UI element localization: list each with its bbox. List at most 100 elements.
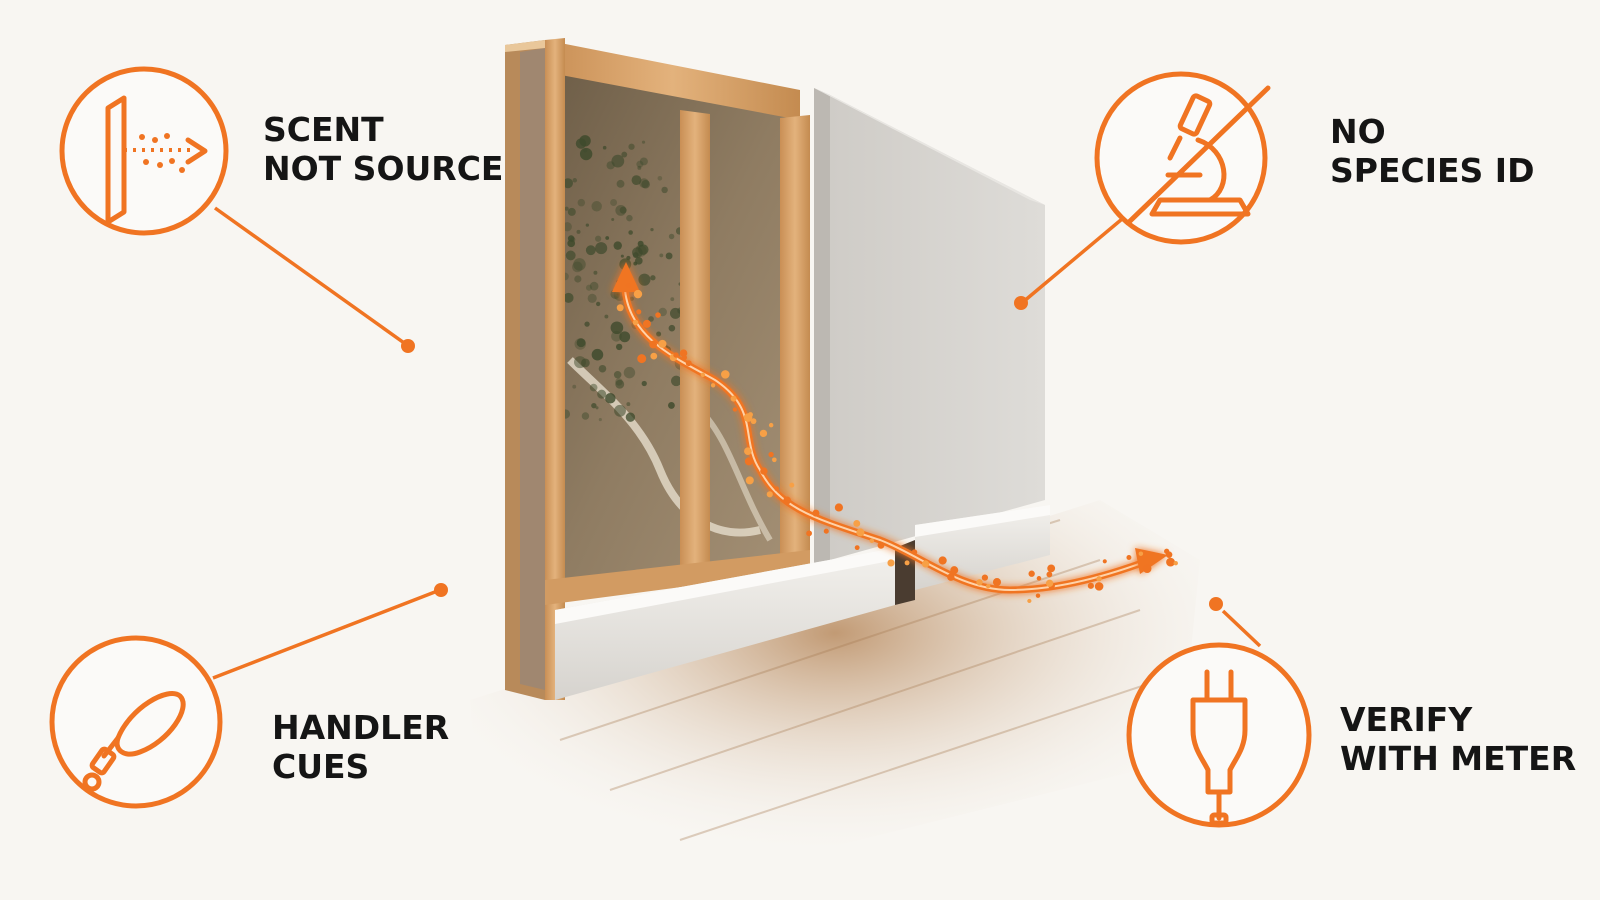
mold-speck: [572, 384, 577, 389]
mold-speck: [637, 240, 644, 247]
mold-speck: [611, 154, 625, 168]
mold-speck: [665, 252, 673, 260]
mold-speck: [581, 358, 590, 368]
mold-speck: [597, 389, 607, 399]
label-line-1: NO: [1330, 112, 1386, 151]
mold-speck: [614, 404, 626, 417]
crossed-microscope-icon: [1125, 85, 1271, 226]
mold-speck: [641, 140, 646, 144]
label-line-1: SCENT: [263, 110, 384, 149]
mold-speck: [628, 143, 635, 150]
mold-speck: [619, 206, 627, 214]
mold-speck: [611, 330, 622, 342]
mold-speck: [567, 239, 576, 248]
label-handler-cues: HANDLER CUES: [272, 708, 449, 786]
dog-leash-icon: [82, 691, 186, 792]
wall-framing: [505, 38, 810, 700]
mold-speck: [598, 418, 602, 422]
mold-speck: [621, 151, 628, 158]
mold-speck: [591, 348, 604, 361]
scent-particle: [745, 476, 754, 485]
scent-particle: [1027, 598, 1032, 604]
mold-speck: [659, 253, 664, 258]
mold-speck: [650, 227, 654, 232]
mold-speck: [615, 343, 623, 351]
scent-particle: [1036, 576, 1042, 581]
mold-speck: [668, 233, 675, 240]
scent-particle: [856, 528, 865, 537]
scent-particle: [1142, 564, 1152, 573]
mold-speck: [613, 371, 622, 379]
scent-particle: [1028, 570, 1035, 577]
scent-particle: [981, 574, 989, 581]
mold-speck: [576, 229, 581, 234]
mold-speck: [589, 383, 598, 392]
mold-speck: [636, 245, 641, 250]
scent-particle: [632, 319, 639, 326]
mold-speck: [670, 297, 675, 302]
label-no-species-id: NO SPECIES ID: [1330, 112, 1534, 190]
scent-particle: [759, 429, 768, 438]
scent-particle: [853, 520, 861, 527]
mold-speck: [615, 378, 623, 386]
mold-speck: [628, 230, 633, 235]
mold-speck: [562, 222, 572, 232]
scent-particle: [1046, 571, 1053, 578]
scent-particle: [650, 352, 658, 360]
mold-speck: [581, 412, 590, 420]
scent-particle: [768, 451, 774, 458]
mold-speck: [658, 307, 667, 317]
callout-handler-cues: [49, 635, 223, 809]
mold-speck: [629, 296, 634, 301]
scent-particle: [730, 395, 737, 402]
mold-speck: [616, 292, 620, 296]
mold-speck: [670, 375, 682, 387]
mold-speck: [625, 412, 636, 422]
mold-speck: [574, 275, 582, 283]
mold-speck: [656, 331, 662, 337]
scent-particle: [633, 289, 643, 299]
mold-speck: [567, 235, 575, 242]
scent-particle: [854, 545, 860, 551]
scent-particle: [655, 312, 661, 318]
scent-particle: [768, 422, 774, 428]
mold-speck: [638, 273, 651, 286]
mold-speck: [641, 179, 650, 189]
scent-particle: [806, 530, 812, 537]
mold-speck: [650, 275, 656, 281]
scent-particle: [1096, 576, 1102, 582]
label-scent-not-source: SCENT NOT SOURCE: [263, 110, 503, 188]
mold-speck: [635, 257, 643, 265]
scent-particle: [771, 457, 777, 463]
mold-speck: [620, 254, 624, 258]
mold-speck: [585, 223, 590, 227]
mold-speck: [604, 314, 609, 319]
scent-particle: [1126, 555, 1132, 560]
scent-path: [612, 262, 1178, 604]
scent-particle: [904, 560, 910, 566]
mold-speck: [587, 293, 597, 303]
scent-particle: [1173, 560, 1178, 566]
mold-speck: [661, 186, 668, 194]
scent-particle: [710, 383, 716, 388]
drywall-panel: [814, 88, 1045, 565]
label-line-2: SPECIES ID: [1330, 151, 1535, 190]
mold-speck: [572, 261, 583, 273]
mold-speck: [595, 242, 608, 255]
mold-speck: [602, 145, 607, 150]
scent-particle: [744, 457, 753, 466]
mold-speck: [623, 366, 636, 379]
mold-speck: [562, 178, 573, 189]
mold-speck: [616, 179, 625, 188]
mold-speck: [598, 364, 607, 373]
scent-particle: [1045, 579, 1054, 587]
scent-particle: [743, 413, 753, 422]
scent-particle: [938, 556, 947, 565]
mold-speck: [615, 379, 625, 389]
mold-speck: [639, 157, 648, 166]
mold-speck: [639, 178, 649, 189]
scent-particle: [750, 418, 757, 425]
moisture-meter-probe-icon: [1190, 669, 1248, 826]
scent-particle: [950, 566, 959, 575]
scent-particle: [887, 559, 895, 567]
